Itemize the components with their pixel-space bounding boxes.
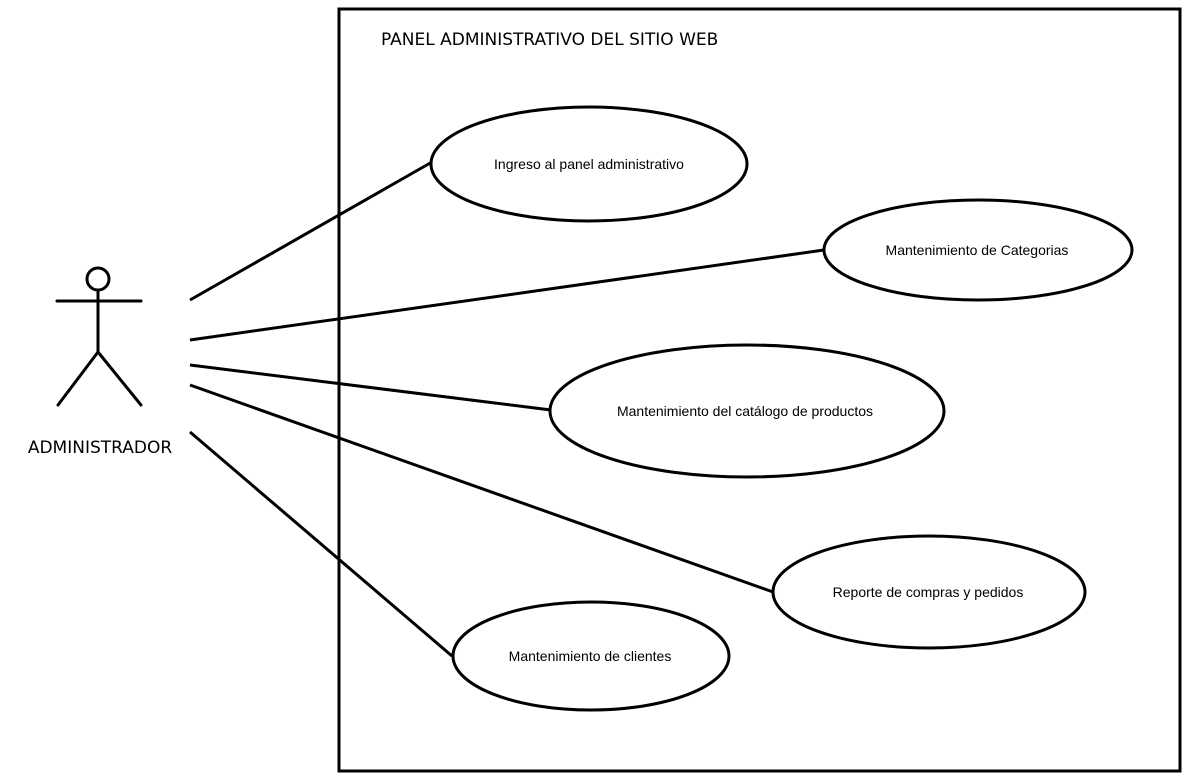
actor-left-leg [56,350,100,407]
use-case-label: Mantenimiento de Categorias [886,242,1069,258]
use-case-ellipse [822,198,1134,302]
actor-label: ADMINISTRADOR [28,438,173,458]
use-case-label: Mantenimiento de clientes [509,648,672,664]
use-case-uc3[interactable]: Mantenimiento del catálogo de productos [548,343,946,479]
use-case-uc1[interactable]: Ingreso al panel administrativo [429,105,749,223]
use-case-ellipse [771,534,1087,650]
actor-stick-figure-icon [55,266,143,407]
association-line-uc3 [189,363,552,412]
associations [189,160,825,658]
actor-right-leg [96,350,143,407]
use-case-uc4[interactable]: Reporte de compras y pedidos [771,534,1087,650]
use-case-ellipse [451,600,731,712]
use-case-ellipse [429,105,749,223]
use-case-label: Mantenimiento del catálogo de productos [617,403,873,419]
association-line-uc2 [189,248,825,342]
association-line-uc4 [189,383,774,594]
system-title: PANEL ADMINISTRATIVO DEL SITIO WEB [381,30,718,50]
association-line-uc5 [189,430,453,658]
use-case-ellipse [548,343,946,479]
use-case-uc5[interactable]: Mantenimiento de clientes [451,600,731,712]
actor[interactable]: ADMINISTRADOR [28,266,173,458]
use-case-label: Reporte de compras y pedidos [833,584,1024,600]
association-line-uc1 [189,160,433,302]
use-case-uc2[interactable]: Mantenimiento de Categorias [822,198,1134,302]
actor-head [85,266,111,292]
use-case-label: Ingreso al panel administrativo [494,156,684,172]
